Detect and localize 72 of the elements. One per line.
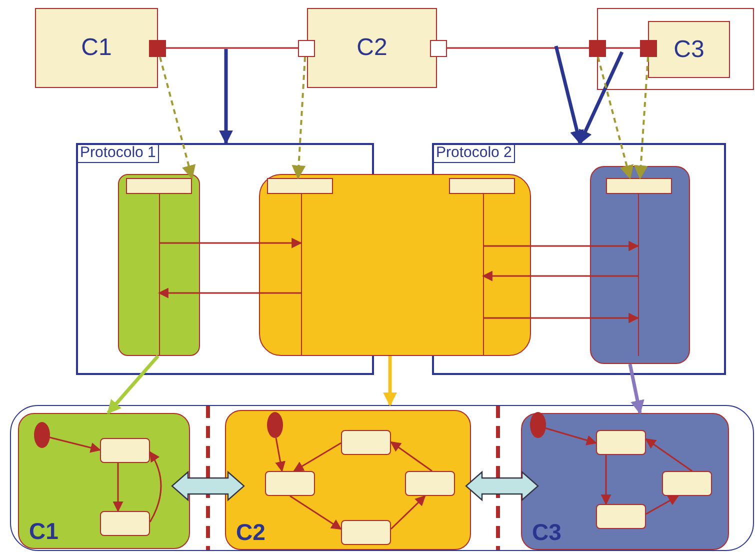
- state-box: [405, 471, 455, 496]
- arrow: [112, 463, 124, 512]
- arrow: [149, 451, 162, 522]
- state-panel: [18, 413, 190, 549]
- port-square: [298, 40, 315, 57]
- double-block-arrow: [171, 470, 245, 502]
- panel-label: C1: [29, 518, 58, 544]
- port-square: [149, 40, 166, 57]
- initial-state-dot: [34, 422, 50, 448]
- arrow: [578, 51, 624, 144]
- state-box: [100, 438, 150, 463]
- connector-line: [606, 47, 640, 49]
- lifeline-bar: [118, 174, 200, 356]
- frame-title: Protocolo 1: [78, 145, 159, 162]
- component-label: C2: [356, 34, 388, 62]
- state-box: [662, 471, 712, 496]
- port-square: [589, 40, 606, 57]
- component-box: [597, 8, 754, 90]
- lifeline-header: [449, 178, 515, 194]
- arrow: [158, 288, 301, 298]
- initial-state-dot: [530, 412, 546, 438]
- lifeline-header: [267, 178, 333, 194]
- initial-state-dot: [267, 412, 283, 438]
- arrow: [483, 312, 640, 324]
- arrow: [48, 436, 102, 453]
- component-box: [307, 8, 437, 88]
- arrow: [628, 364, 644, 414]
- port-square: [430, 40, 447, 57]
- arrow: [597, 56, 634, 180]
- state-box: [341, 430, 391, 455]
- component-box: [648, 21, 730, 78]
- frame-title: Protocolo 2: [434, 145, 515, 162]
- arrow: [159, 56, 196, 180]
- arrow: [390, 495, 426, 530]
- panel-label: C3: [532, 520, 562, 545]
- component-label: C1: [81, 34, 112, 62]
- state-box: [596, 430, 646, 455]
- arrow: [646, 495, 679, 515]
- arrow: [219, 49, 233, 144]
- arrow: [600, 455, 612, 506]
- lifeline-header: [606, 178, 672, 194]
- state-box: [341, 520, 391, 545]
- state-box: [596, 504, 646, 529]
- arrow: [275, 438, 286, 472]
- connector-line: [447, 47, 589, 49]
- arrow: [383, 356, 397, 406]
- lifeline-bar: [259, 174, 531, 356]
- port-square: [640, 40, 657, 57]
- arrow: [390, 441, 432, 472]
- state-panel: [521, 413, 729, 550]
- container-panel: [10, 405, 754, 551]
- lifeline-bar: [590, 166, 690, 364]
- arrow: [106, 354, 160, 414]
- arrow: [292, 56, 306, 180]
- panel-label: C2: [236, 520, 266, 545]
- arrow: [293, 442, 342, 472]
- arrow: [544, 427, 597, 446]
- lifeline-header: [126, 178, 192, 194]
- arrow: [482, 270, 638, 282]
- arrow: [159, 238, 302, 248]
- state-box: [265, 471, 315, 496]
- double-block-arrow: [465, 470, 539, 502]
- arrow: [634, 56, 649, 180]
- component-box: [35, 8, 158, 88]
- arrow: [290, 495, 342, 530]
- connector-line: [166, 47, 298, 49]
- arrow: [483, 240, 640, 252]
- arrow: [645, 438, 692, 472]
- arrow: [554, 46, 584, 144]
- state-panel: [225, 410, 471, 550]
- component-label: C3: [674, 36, 704, 63]
- state-box: [100, 511, 150, 536]
